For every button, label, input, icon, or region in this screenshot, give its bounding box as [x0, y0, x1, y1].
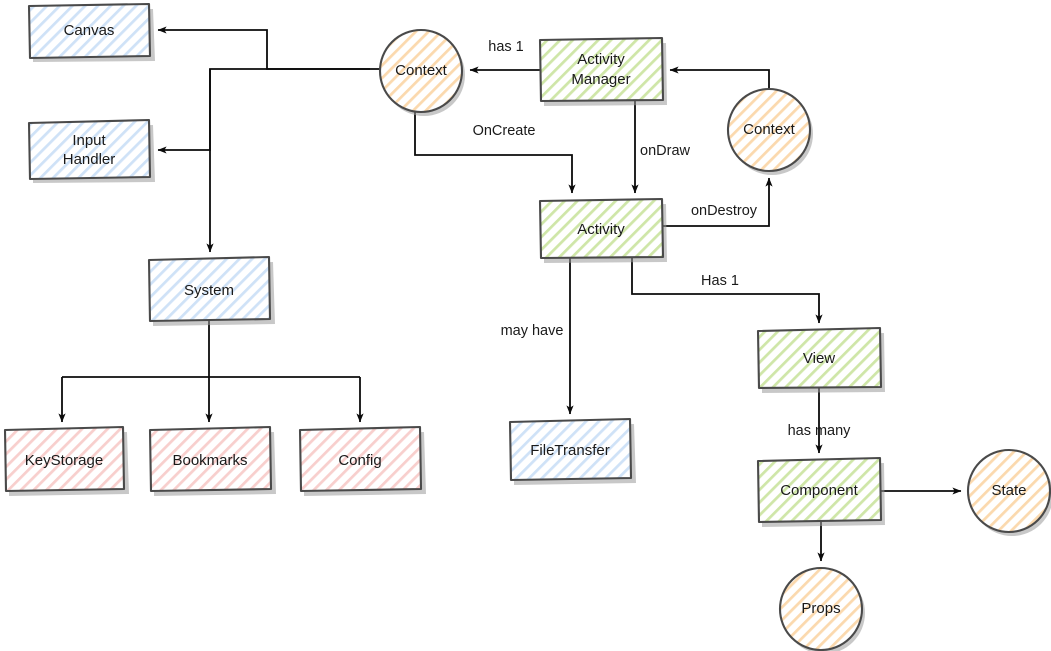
node-state[interactable]: State	[966, 448, 1051, 536]
node-input-handler-label-line2: Handler	[63, 151, 116, 168]
node-system[interactable]: System	[147, 255, 275, 326]
node-props[interactable]: Props	[778, 566, 865, 651]
node-input-handler-label-line1: Input	[72, 132, 106, 149]
edge-label-has-1-lower: has 1	[488, 39, 523, 55]
node-context-left[interactable]: Context	[378, 28, 465, 116]
node-bookmarks[interactable]: Bookmarks	[148, 425, 276, 496]
node-activity-manager[interactable]: Activity Manager	[538, 36, 667, 106]
edge-label-may-have: may have	[501, 323, 564, 339]
edge-label-on-destroy: onDestroy	[691, 203, 758, 219]
edge-context-right-to-activity-manager	[669, 66, 770, 89]
node-context-right[interactable]: Context	[726, 87, 813, 175]
node-context-left-label: Context	[395, 62, 448, 79]
edge-label-has-many: has many	[788, 423, 852, 439]
edge-label-layer: has 1 OnCreate onDraw onDestroy may have…	[473, 39, 852, 439]
edge-context-to-canvas	[157, 26, 380, 70]
node-canvas[interactable]: Canvas	[27, 2, 155, 62]
edge-label-has-1-upper: Has 1	[701, 273, 739, 289]
edge-context-to-activity	[414, 110, 576, 194]
node-context-right-label: Context	[743, 121, 796, 138]
node-props-label: Props	[801, 600, 840, 617]
node-keystorage[interactable]: KeyStorage	[3, 425, 129, 496]
node-filetransfer[interactable]: FileTransfer	[508, 417, 636, 485]
node-canvas-label: Canvas	[64, 22, 115, 39]
node-component-label: Component	[780, 482, 858, 499]
node-system-label: System	[184, 282, 234, 299]
node-keystorage-label: KeyStorage	[25, 452, 103, 469]
edge-context-to-input-handler	[157, 68, 370, 154]
edge-label-on-create: OnCreate	[473, 123, 536, 139]
node-config-label: Config	[338, 452, 381, 469]
node-state-label: State	[991, 482, 1026, 499]
edge-label-on-draw: onDraw	[640, 143, 690, 159]
node-bookmarks-label: Bookmarks	[172, 452, 247, 469]
node-view[interactable]: View	[756, 326, 885, 393]
node-view-label: View	[803, 350, 835, 367]
node-config[interactable]: Config	[298, 425, 426, 496]
node-activity[interactable]: Activity	[538, 197, 667, 263]
edge-layer	[58, 26, 962, 562]
edge-system-to-children	[58, 321, 364, 423]
node-component[interactable]: Component	[756, 456, 885, 527]
node-activity-manager-label-line1: Activity	[577, 51, 625, 68]
node-input-handler[interactable]: Input Handler	[27, 118, 155, 183]
edge-activity-to-context-right	[662, 177, 773, 227]
edge-activity-to-view	[631, 258, 823, 324]
node-activity-manager-label-line2: Manager	[571, 71, 630, 88]
node-activity-label: Activity	[577, 221, 625, 238]
node-filetransfer-label: FileTransfer	[530, 442, 609, 459]
